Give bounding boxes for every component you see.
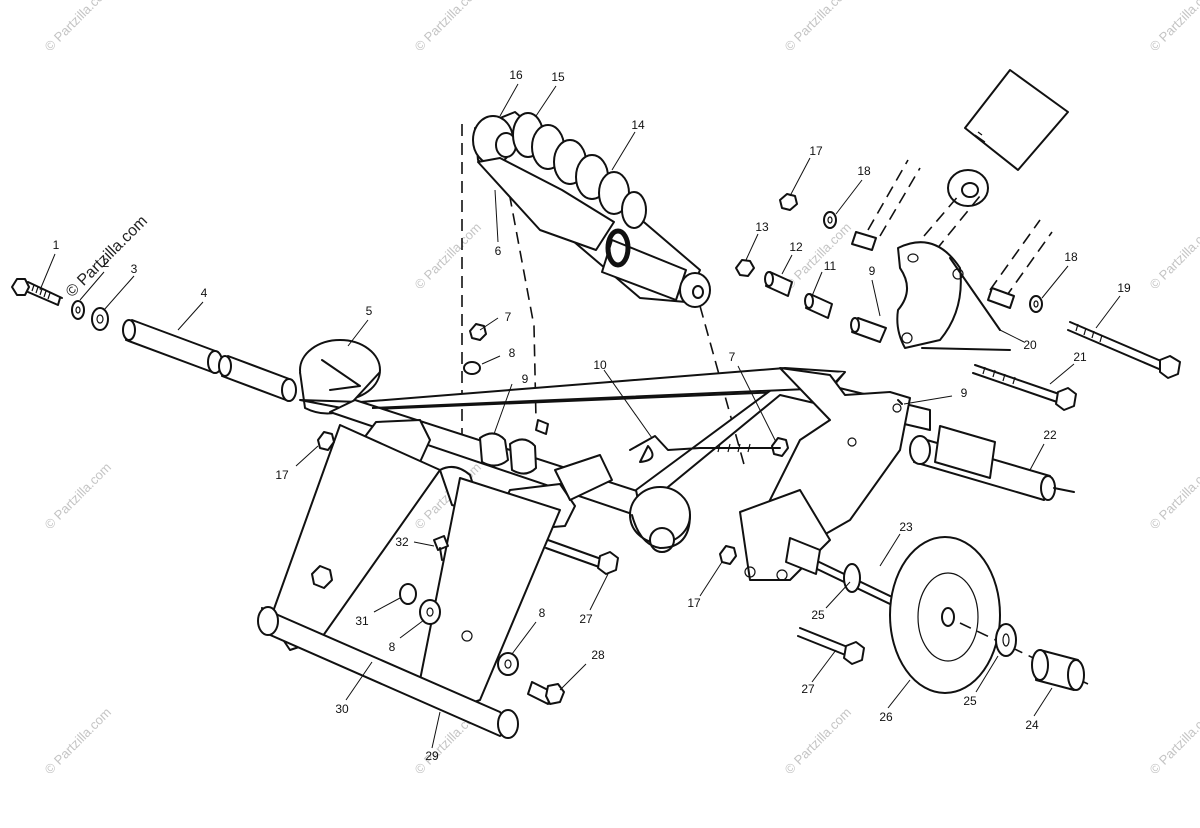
callout-1: 1 <box>53 238 60 252</box>
hardware-small <box>317 323 903 705</box>
shock-absorber <box>461 111 746 469</box>
callout-31: 31 <box>355 614 369 628</box>
watermark: © Partzilla.com <box>42 0 115 54</box>
callout-27a: 27 <box>579 612 593 626</box>
callout-13: 13 <box>755 220 769 234</box>
upper-shock-body <box>867 69 1069 299</box>
watermark: © Partzilla.com <box>1147 0 1200 54</box>
watermark: © Partzilla.com <box>782 705 855 778</box>
callout-14: 14 <box>631 118 645 132</box>
callout-22: 22 <box>1043 428 1057 442</box>
callout-25a: 25 <box>811 608 825 622</box>
watermark: © Partzilla.com <box>42 460 115 533</box>
tube-4 <box>122 319 297 402</box>
callout-23: 23 <box>899 520 913 534</box>
callout-12: 12 <box>789 240 803 254</box>
callout-4: 4 <box>201 286 208 300</box>
callout-29: 29 <box>425 749 439 763</box>
callout-15: 15 <box>551 70 565 84</box>
callout-26: 26 <box>879 710 893 724</box>
callout-7b: 7 <box>729 350 736 364</box>
callout-8b: 8 <box>389 640 396 654</box>
watermark: © Partzilla.com <box>1147 460 1200 533</box>
callout-8c: 8 <box>539 606 546 620</box>
washer-2 <box>71 300 85 320</box>
callout-5: 5 <box>366 304 373 318</box>
watermark: © Partzilla.com <box>782 0 855 54</box>
callout-18a: 18 <box>857 164 871 178</box>
bracket-20 <box>896 241 1011 351</box>
callout-25b: 25 <box>963 694 977 708</box>
bolt-21 <box>972 364 1077 411</box>
callout-24: 24 <box>1025 718 1039 732</box>
callout-18b: 18 <box>1064 250 1078 264</box>
callout-30: 30 <box>335 702 349 716</box>
callout-17b: 17 <box>275 468 289 482</box>
callout-21: 21 <box>1073 350 1087 364</box>
callout-32: 32 <box>395 535 409 549</box>
washer-3 <box>91 307 109 331</box>
callout-9c: 9 <box>869 264 876 278</box>
callout-27b: 27 <box>801 682 815 696</box>
callout-20: 20 <box>1023 338 1037 352</box>
callout-28: 28 <box>591 648 605 662</box>
watermark: © Partzilla.com <box>412 220 485 293</box>
bolt-1 <box>11 278 63 306</box>
callout-10: 10 <box>593 358 607 372</box>
callout-17c: 17 <box>687 596 701 610</box>
callout-9b: 9 <box>961 386 968 400</box>
callout-7a: 7 <box>505 310 512 324</box>
watermark: © Partzilla.com <box>42 705 115 778</box>
callout-8a: 8 <box>509 346 516 360</box>
callout-9a: 9 <box>522 372 529 386</box>
spacers-11-12 <box>764 231 1015 343</box>
callout-17a: 17 <box>809 144 823 158</box>
callout-2: 2 <box>103 256 110 270</box>
bolt-19 <box>1067 321 1181 379</box>
watermark: © Partzilla.com <box>1147 705 1200 778</box>
callout-3: 3 <box>131 262 138 276</box>
callout-19: 19 <box>1117 281 1131 295</box>
callout-16: 16 <box>509 68 523 82</box>
watermark: © Partzilla.com <box>412 0 485 54</box>
callout-11: 11 <box>824 259 837 273</box>
nuts-washers-right <box>735 193 1043 313</box>
wheel-assembly <box>785 536 1089 694</box>
callouts: 1 2 3 4 5 6 7 8 9 10 11 12 13 14 15 16 1… <box>39 68 1131 763</box>
main-frame <box>257 339 1075 739</box>
callout-6: 6 <box>495 244 502 258</box>
watermark: © Partzilla.com <box>1147 220 1200 293</box>
